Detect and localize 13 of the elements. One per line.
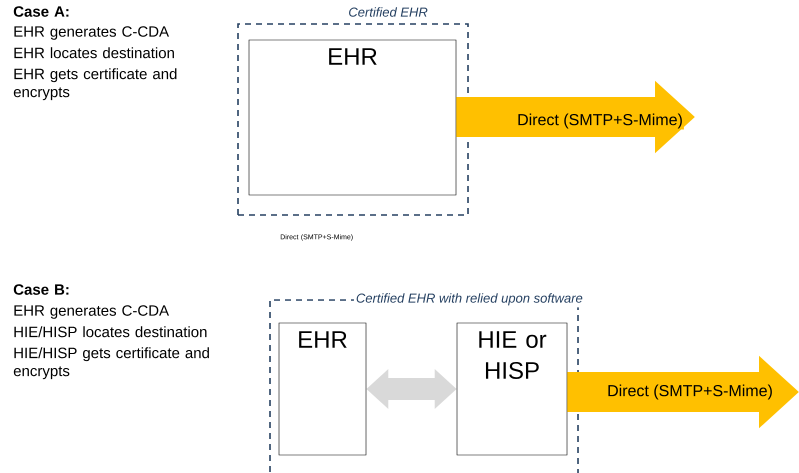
note-text: HIE/HISP locates destination bbox=[14, 326, 206, 338]
note-text: EHR generates C-CDA bbox=[14, 26, 170, 40]
edge-label: Direct (SMTP+S-Mime) bbox=[606, 384, 774, 400]
note-text: EHR gets certificate and encrypts bbox=[14, 68, 176, 100]
note-text: EHR locates destination bbox=[14, 47, 174, 58]
system-box: HIE or HISP bbox=[456, 322, 568, 456]
system-box: EHR bbox=[278, 322, 366, 456]
note-text: HIE/HISP gets certificate and encrypts bbox=[14, 347, 209, 380]
system-box: EHR bbox=[248, 40, 456, 196]
note-text: Case B: bbox=[14, 284, 68, 295]
note-text: Case A: bbox=[14, 6, 68, 17]
note-text: EHR generates C-CDA bbox=[14, 305, 170, 319]
node-label: Certified EHR bbox=[349, 7, 428, 17]
